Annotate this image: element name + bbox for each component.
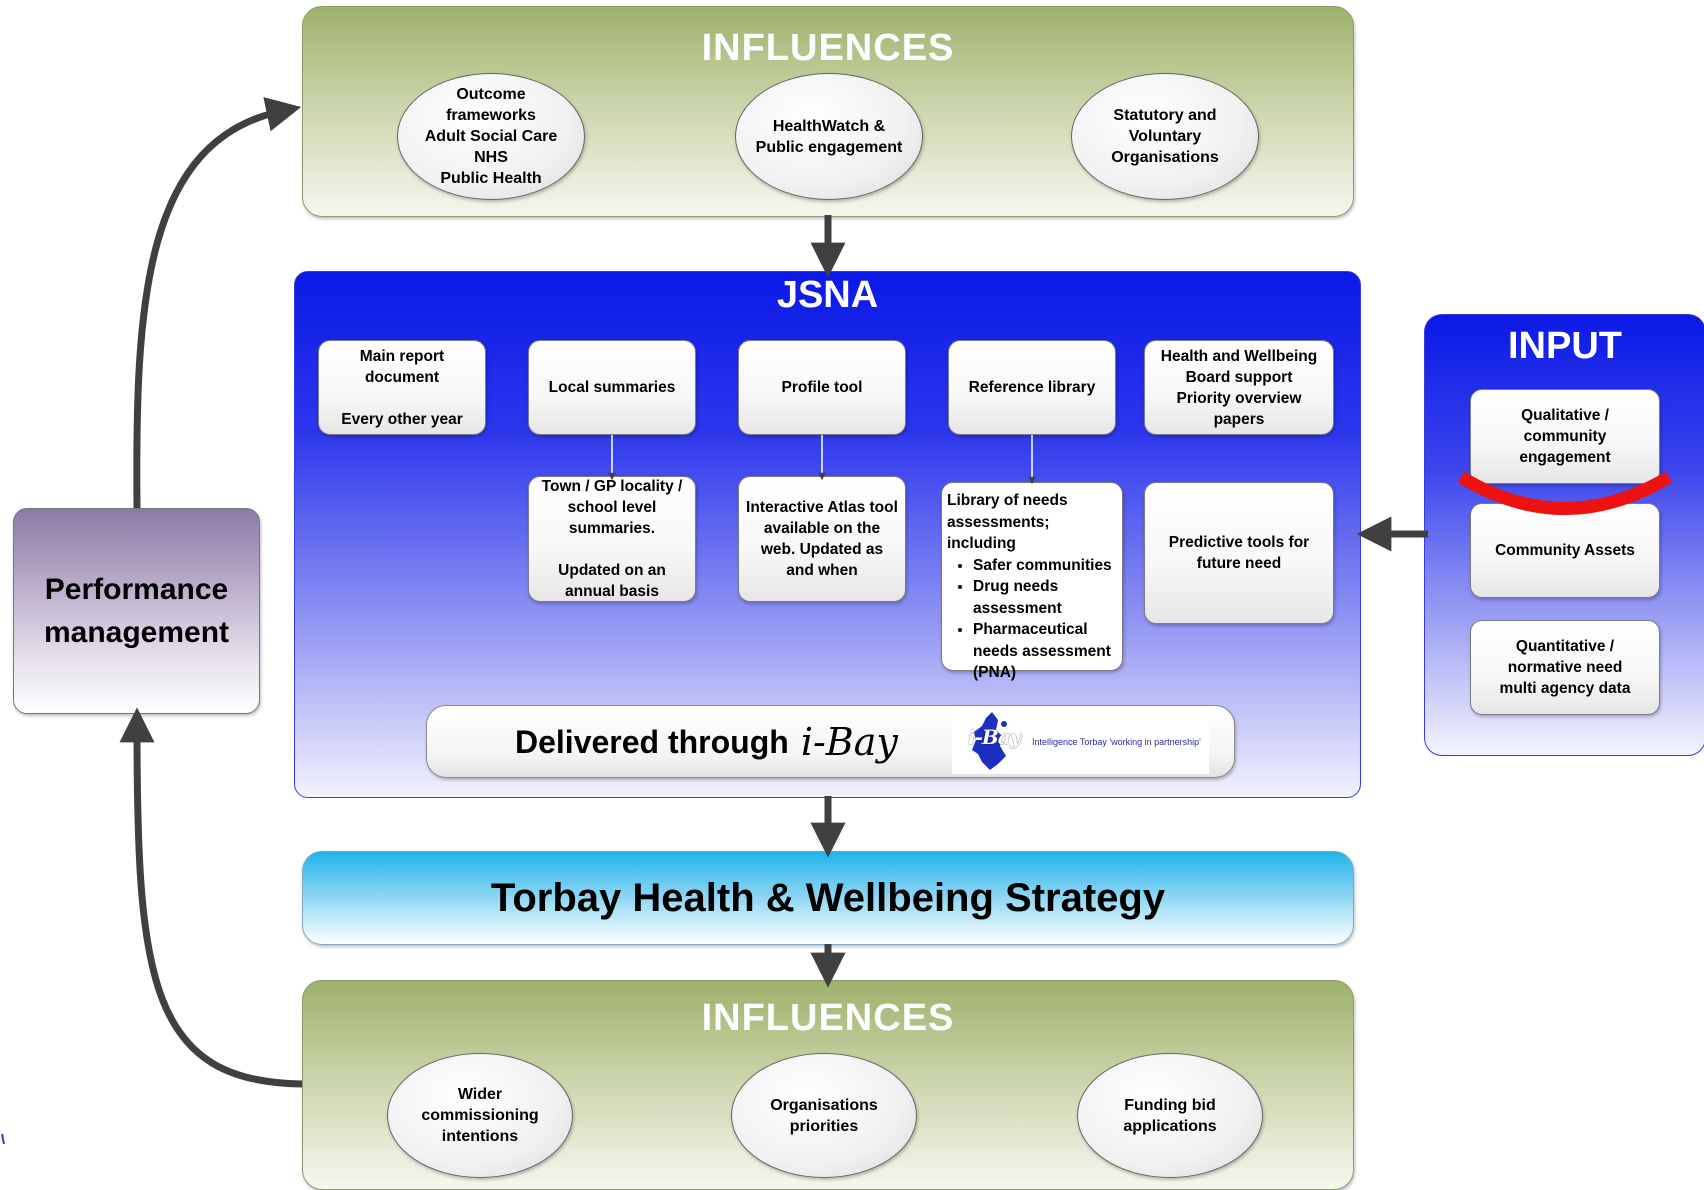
library-item: Pharmaceutical needs assessment (PNA) xyxy=(973,619,1117,684)
strategy-bar: Torbay Health & Wellbeing Strategy xyxy=(302,851,1354,945)
library-list: Safer communities Drug needs assessment … xyxy=(947,555,1117,684)
input-community-assets: Community Assets xyxy=(1470,503,1660,598)
library-intro: Library of needs assessments; including xyxy=(947,492,1068,552)
library-item: Drug needs assessment xyxy=(973,576,1117,619)
performance-label: Performance management xyxy=(43,573,230,649)
influence-funding-bid: Funding bid applications xyxy=(1077,1053,1263,1178)
top-influences-title: INFLUENCES xyxy=(701,27,955,69)
influence-wider-commissioning: Wider commissioning intentions xyxy=(387,1053,573,1178)
ibay-map-icon xyxy=(972,712,1007,770)
ibay-logo-mark: i-Bay xyxy=(968,725,1021,749)
performance-management-box: Performance management xyxy=(13,508,260,714)
card-main-report: Main report document Every other year xyxy=(318,340,486,435)
input-title: INPUT xyxy=(1508,325,1622,367)
card-predictive-tools: Predictive tools for future need xyxy=(1144,482,1334,624)
top-influences-panel: INFLUENCES Outcome frameworks Adult Soci… xyxy=(302,6,1354,217)
card-interactive-atlas: Interactive Atlas tool available on the … xyxy=(738,476,906,602)
influence-healthwatch: HealthWatch & Public engagement xyxy=(735,73,923,200)
input-qualitative: Qualitative / community engagement xyxy=(1470,389,1660,484)
card-reference-library: Reference library xyxy=(948,340,1116,435)
card-hwb-support: Health and Wellbeing Board support Prior… xyxy=(1144,340,1334,435)
arrow-influences-to-performance xyxy=(119,707,303,1088)
card-needs-library: Library of needs assessments; including … xyxy=(941,482,1123,681)
influence-organisations-priorities: Organisations priorities xyxy=(731,1053,917,1178)
ibay-logo: i-Bay Intelligence Torbay 'working in pa… xyxy=(952,709,1209,774)
influence-outcome-frameworks: Outcome frameworks Adult Social Care NHS… xyxy=(397,73,585,200)
card-local-summaries: Local summaries xyxy=(528,340,696,435)
input-quantitative: Quantitative / normative need multi agen… xyxy=(1470,620,1660,715)
card-profile-tool: Profile tool xyxy=(738,340,906,435)
delivered-through-bar: Delivered through i-Bay i-Bay Intelligen… xyxy=(426,705,1235,778)
influence-statutory-voluntary: Statutory and Voluntary Organisations xyxy=(1071,73,1259,200)
arrow-performance-to-influences xyxy=(133,97,302,509)
ibay-logo-tagline: Intelligence Torbay 'working in partners… xyxy=(1032,737,1201,747)
bottom-influences-panel: INFLUENCES Wider commissioning intention… xyxy=(302,980,1354,1190)
delivered-through-text: Delivered through i-Bay xyxy=(515,720,898,764)
ibay-script-label: i-Bay xyxy=(800,720,898,764)
jsna-title: JSNA xyxy=(776,274,879,316)
library-item: Safer communities xyxy=(973,555,1117,577)
strategy-title: Torbay Health & Wellbeing Strategy xyxy=(490,875,1166,920)
card-locality-summaries: Town / GP locality / school level summar… xyxy=(528,476,696,602)
delivered-label: Delivered through xyxy=(515,723,789,760)
edge-mark xyxy=(1,1133,5,1145)
bottom-influences-title: INFLUENCES xyxy=(701,997,955,1039)
